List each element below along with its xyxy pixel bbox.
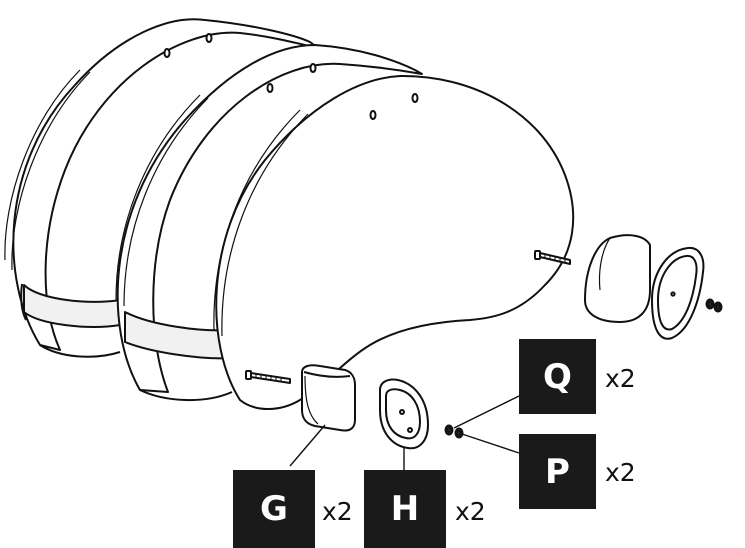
- side-panel-front: [213, 74, 575, 410]
- part-quantity-g: x2: [322, 497, 353, 526]
- leader-q: [453, 395, 520, 429]
- washers-right: [705, 298, 723, 313]
- part-quantity-q: x2: [605, 364, 636, 393]
- part-quantity-h: x2: [455, 497, 486, 526]
- foot-g: [301, 364, 356, 432]
- part-label-p: P: [519, 434, 596, 509]
- part-label-g: G: [233, 470, 315, 548]
- leader-lines: [289, 395, 520, 470]
- bolt-left: [245, 370, 291, 384]
- part-quantity-p: x2: [605, 458, 636, 487]
- part-label-q: Q: [519, 339, 596, 414]
- foot-right: [584, 234, 651, 323]
- leader-p: [461, 433, 520, 454]
- cap-right: [651, 246, 705, 340]
- side-panel-back: [4, 18, 319, 358]
- leader-g: [289, 424, 326, 467]
- bolt-right: [534, 250, 571, 265]
- part-label-h: H: [364, 470, 446, 548]
- washers-q-p: [444, 424, 464, 439]
- cap-h: [379, 378, 429, 450]
